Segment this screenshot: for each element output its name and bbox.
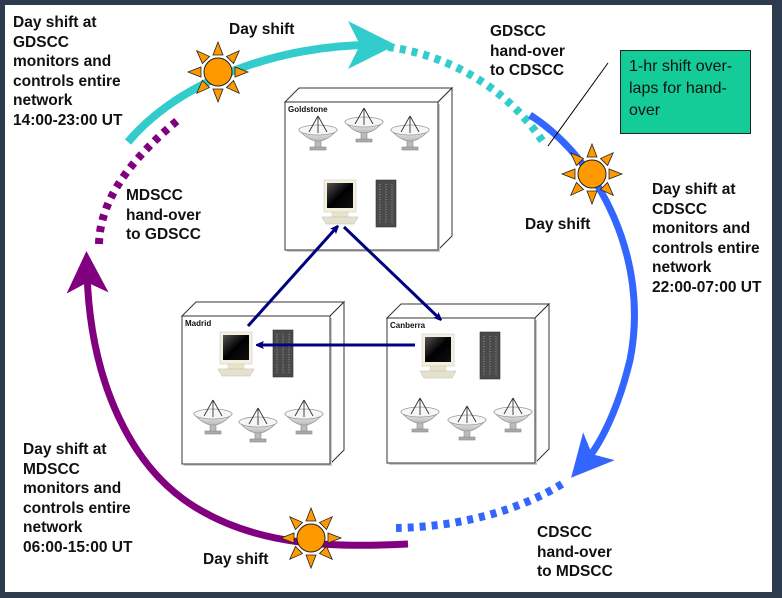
canberra-sun-label: Day shift bbox=[525, 216, 591, 233]
gdscc-handover-label: GDSCC hand-over to CDSCC bbox=[490, 23, 565, 79]
station-goldstone: Goldstone bbox=[283, 86, 454, 252]
sun-icon-madrid bbox=[279, 506, 343, 570]
link-goldstone-to-canberra bbox=[342, 225, 440, 319]
cdscc-shift-label: Day shift at CDSCC monitors and controls… bbox=[652, 181, 762, 296]
antenna-dish-icon bbox=[344, 107, 384, 143]
handover-overlap-callout: 1-hr shift over- laps for hand- over bbox=[620, 50, 751, 134]
canberra-handover-arc bbox=[395, 480, 565, 532]
antenna-dish-icon bbox=[400, 397, 440, 433]
sun-icon-canberra bbox=[560, 142, 624, 206]
antenna-dish-icon bbox=[298, 115, 338, 151]
sun-icon-goldstone bbox=[186, 40, 250, 104]
madrid-sun-label: Day shift bbox=[203, 551, 269, 568]
antenna-dish-icon bbox=[193, 399, 233, 435]
workstation-icon bbox=[217, 331, 255, 377]
antenna-dish-icon bbox=[284, 399, 324, 435]
server-rack-icon bbox=[375, 179, 397, 228]
madrid-shift-arc bbox=[66, 251, 409, 549]
antenna-dish-icon bbox=[493, 397, 533, 433]
station-canberra: Canberra bbox=[385, 302, 551, 465]
gdscc-shift-label: Day shift at GDSCC monitors and controls… bbox=[13, 14, 123, 129]
goldstone-sun-label: Day shift bbox=[229, 21, 295, 38]
workstation-icon bbox=[419, 333, 457, 379]
server-rack-icon bbox=[272, 329, 294, 378]
link-madrid-to-goldstone bbox=[246, 227, 337, 328]
station-label: Goldstone bbox=[288, 105, 328, 114]
workstation-icon bbox=[321, 179, 359, 225]
server-rack-icon bbox=[479, 331, 501, 380]
mdscc-handover-label: MDSCC hand-over to GDSCC bbox=[126, 187, 201, 243]
antenna-dish-icon bbox=[390, 115, 430, 151]
station-label: Madrid bbox=[185, 319, 211, 328]
mdscc-shift-label: Day shift at MDSCC monitors and controls… bbox=[23, 441, 133, 556]
station-madrid: Madrid bbox=[180, 300, 346, 466]
cdscc-handover-label: CDSCC hand-over to MDSCC bbox=[537, 524, 613, 580]
antenna-dish-icon bbox=[447, 405, 487, 441]
madrid-handover-arc bbox=[95, 116, 181, 245]
station-label: Canberra bbox=[390, 321, 426, 330]
callout-pointer-line bbox=[547, 62, 609, 147]
antenna-dish-icon bbox=[238, 407, 278, 443]
